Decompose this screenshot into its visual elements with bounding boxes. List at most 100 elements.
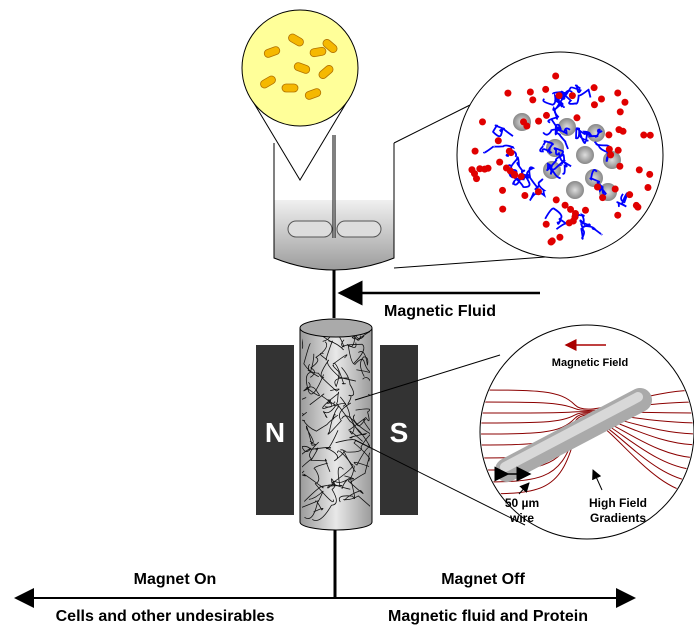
- steel-wool-fiber: [341, 415, 370, 431]
- steel-wool-fiber: [322, 391, 346, 409]
- protein-dot: [561, 201, 569, 209]
- protein-dot: [621, 98, 629, 106]
- magnetic-field-label: Magnetic Field: [552, 357, 628, 369]
- wire-label: wire: [509, 511, 534, 525]
- steel-wool-fiber: [328, 340, 365, 364]
- magnetic-bead: [576, 146, 594, 164]
- steel-wool-fiber: [302, 500, 324, 513]
- protein-dot: [644, 183, 652, 191]
- protein-dot: [542, 220, 550, 228]
- polymer-chain: [547, 97, 564, 124]
- polymer-chain: [593, 141, 612, 163]
- protein-dot: [590, 84, 598, 92]
- protein-dot: [476, 165, 484, 173]
- polymer-chain: [552, 88, 592, 105]
- polymer-chain: [542, 126, 569, 150]
- steel-wool-fiber: [332, 364, 349, 388]
- magnetic-bead: [566, 181, 584, 199]
- protein-dot: [614, 146, 622, 154]
- steel-wool-fiber: [312, 484, 337, 521]
- steel-wool-fiber: [343, 495, 370, 507]
- cell: [293, 62, 311, 74]
- protein-dot: [597, 95, 605, 103]
- protein-dot: [616, 162, 624, 170]
- cell: [318, 65, 334, 79]
- protein-dot: [504, 89, 512, 97]
- steel-wool-fiber: [330, 450, 354, 486]
- cell: [309, 46, 327, 58]
- protein-dot: [615, 126, 623, 134]
- protein-dot: [607, 151, 615, 159]
- steel-wool-fiber: [303, 414, 339, 432]
- steel-wool-fiber: [305, 425, 316, 446]
- cell: [281, 83, 299, 93]
- polymer-chain: [492, 124, 514, 138]
- steel-wool-fiber: [347, 344, 370, 372]
- magnetic-bead: [587, 124, 605, 142]
- polymer-chain: [546, 153, 566, 172]
- steel-wool-fiber: [310, 447, 331, 472]
- protein-dot: [614, 211, 622, 219]
- left-output-label: Cells and other undesirables: [56, 608, 275, 625]
- protein-dot: [614, 89, 622, 97]
- protein-dot: [590, 101, 598, 109]
- cell: [288, 33, 304, 47]
- steel-wool-fiber: [325, 430, 345, 462]
- polymer-chain: [560, 84, 582, 100]
- protein-dot: [511, 171, 519, 179]
- protein-dot: [523, 122, 531, 130]
- protein-dot: [494, 137, 502, 145]
- south-label: S: [390, 417, 409, 448]
- polymer-chain: [616, 192, 629, 208]
- polymer-chain: [529, 178, 547, 202]
- steel-wool-fiber: [358, 351, 369, 377]
- steel-wool-fiber: [341, 367, 355, 405]
- field-line: [481, 412, 693, 424]
- protein-dot: [552, 72, 560, 80]
- protein-dot: [499, 205, 507, 213]
- protein-dot: [473, 175, 481, 183]
- protein-dot: [556, 233, 564, 241]
- magnetic-fluid-label: Magnetic Fluid: [384, 303, 496, 320]
- steel-wool-fiber: [335, 402, 363, 442]
- cell: [263, 46, 281, 58]
- protein-dot: [581, 206, 589, 214]
- steel-wool-fiber: [304, 490, 324, 519]
- steel-wool-fiber: [348, 408, 370, 431]
- steel-wool-fiber: [302, 445, 312, 455]
- protein-dot: [640, 131, 648, 139]
- protein-dot: [506, 167, 514, 175]
- steel-wool-fiber: [302, 445, 331, 473]
- steel-wool-fiber: [349, 452, 370, 483]
- steel-wool-fiber: [339, 396, 368, 439]
- steel-wool-fiber: [302, 412, 307, 422]
- protein-dot: [611, 185, 619, 193]
- steel-wool-fiber: [305, 353, 324, 395]
- polymer-chain: [575, 213, 585, 240]
- north-label: N: [265, 417, 285, 448]
- protein-dot: [507, 149, 515, 157]
- steel-wool-fiber: [332, 477, 351, 490]
- protein-dot: [646, 131, 654, 139]
- protein-dot: [567, 205, 575, 213]
- cell: [322, 39, 338, 53]
- right-output-label: Magnetic fluid and Protein: [388, 608, 588, 625]
- south-magnet: [380, 345, 418, 515]
- steel-wool-fiber: [332, 354, 348, 385]
- steel-wool-fiber: [338, 475, 356, 503]
- steel-wool-fiber: [344, 465, 364, 501]
- protein-dot: [569, 217, 577, 225]
- protein-dot: [626, 191, 634, 199]
- polymer-chain: [582, 128, 603, 138]
- steel-wool-fiber: [351, 330, 370, 341]
- magnet-off-label: Magnet Off: [441, 571, 525, 588]
- protein-dot: [517, 173, 525, 181]
- steel-wool-fiber: [313, 462, 334, 503]
- protein-dot: [552, 196, 560, 204]
- steel-wool-fiber: [353, 426, 370, 467]
- steel-wool-fiber: [303, 382, 320, 397]
- protein-dot: [634, 203, 642, 211]
- field-line: [481, 411, 693, 414]
- steel-wool-fiber: [346, 333, 365, 348]
- protein-dot: [573, 114, 581, 122]
